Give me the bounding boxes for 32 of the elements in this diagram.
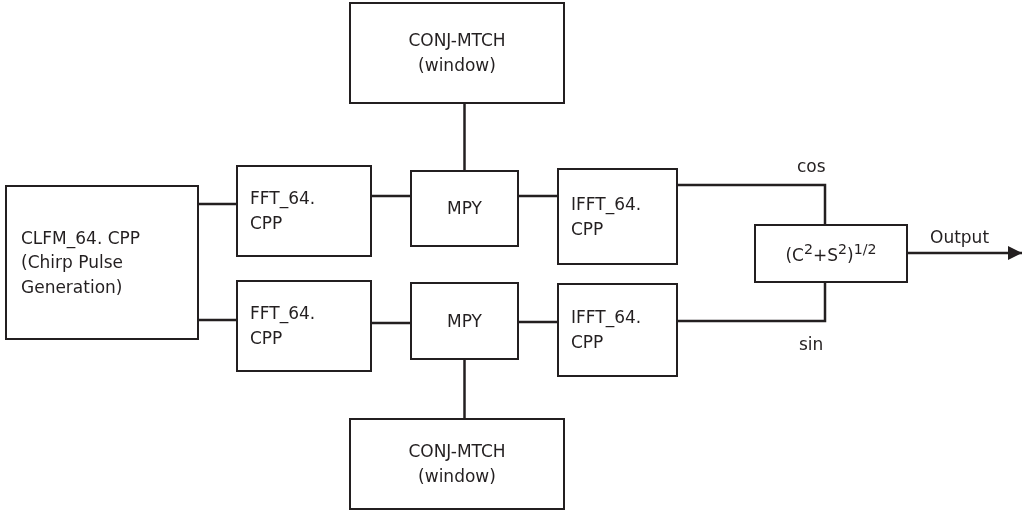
- connector-line: [199, 202, 236, 206]
- box-label: FFT_64. CPP: [250, 187, 317, 235]
- box-label: CONJ-MTCH (window): [407, 440, 507, 488]
- edge-label: Output: [928, 227, 992, 247]
- process-box: [236, 280, 372, 372]
- process-box: [5, 185, 199, 340]
- connector-line: [519, 194, 557, 198]
- box-label: FFT_64. CPP: [250, 302, 317, 350]
- box-label: CLFM_64. CPP (Chirp Pulse Generation): [21, 226, 142, 299]
- process-box: [557, 168, 678, 265]
- process-box: [349, 418, 565, 510]
- connector-line: [463, 104, 466, 170]
- connector-line: [199, 318, 236, 322]
- box-label: (C$^{2}$+S$^{2}$)$^{1/2}$: [785, 240, 877, 267]
- connector-line: [372, 321, 410, 325]
- box-label: MPY: [447, 309, 482, 333]
- connector-line: [463, 360, 466, 418]
- box-label: IFFT_64. CPP: [571, 306, 643, 354]
- process-box: [754, 224, 908, 283]
- box-label: CONJ-MTCH (window): [407, 29, 507, 77]
- process-box: [349, 2, 565, 104]
- process-box: [410, 170, 519, 247]
- process-box: [410, 282, 519, 360]
- connector-line: [519, 320, 557, 324]
- process-box: [557, 283, 678, 377]
- box-label: MPY: [447, 197, 482, 221]
- connector-line: [372, 194, 410, 198]
- process-box: [236, 165, 372, 257]
- connector-line: [678, 283, 827, 323]
- box-label: IFFT_64. CPP: [571, 192, 643, 241]
- arrow: [908, 246, 1022, 260]
- connector-line: [678, 183, 827, 224]
